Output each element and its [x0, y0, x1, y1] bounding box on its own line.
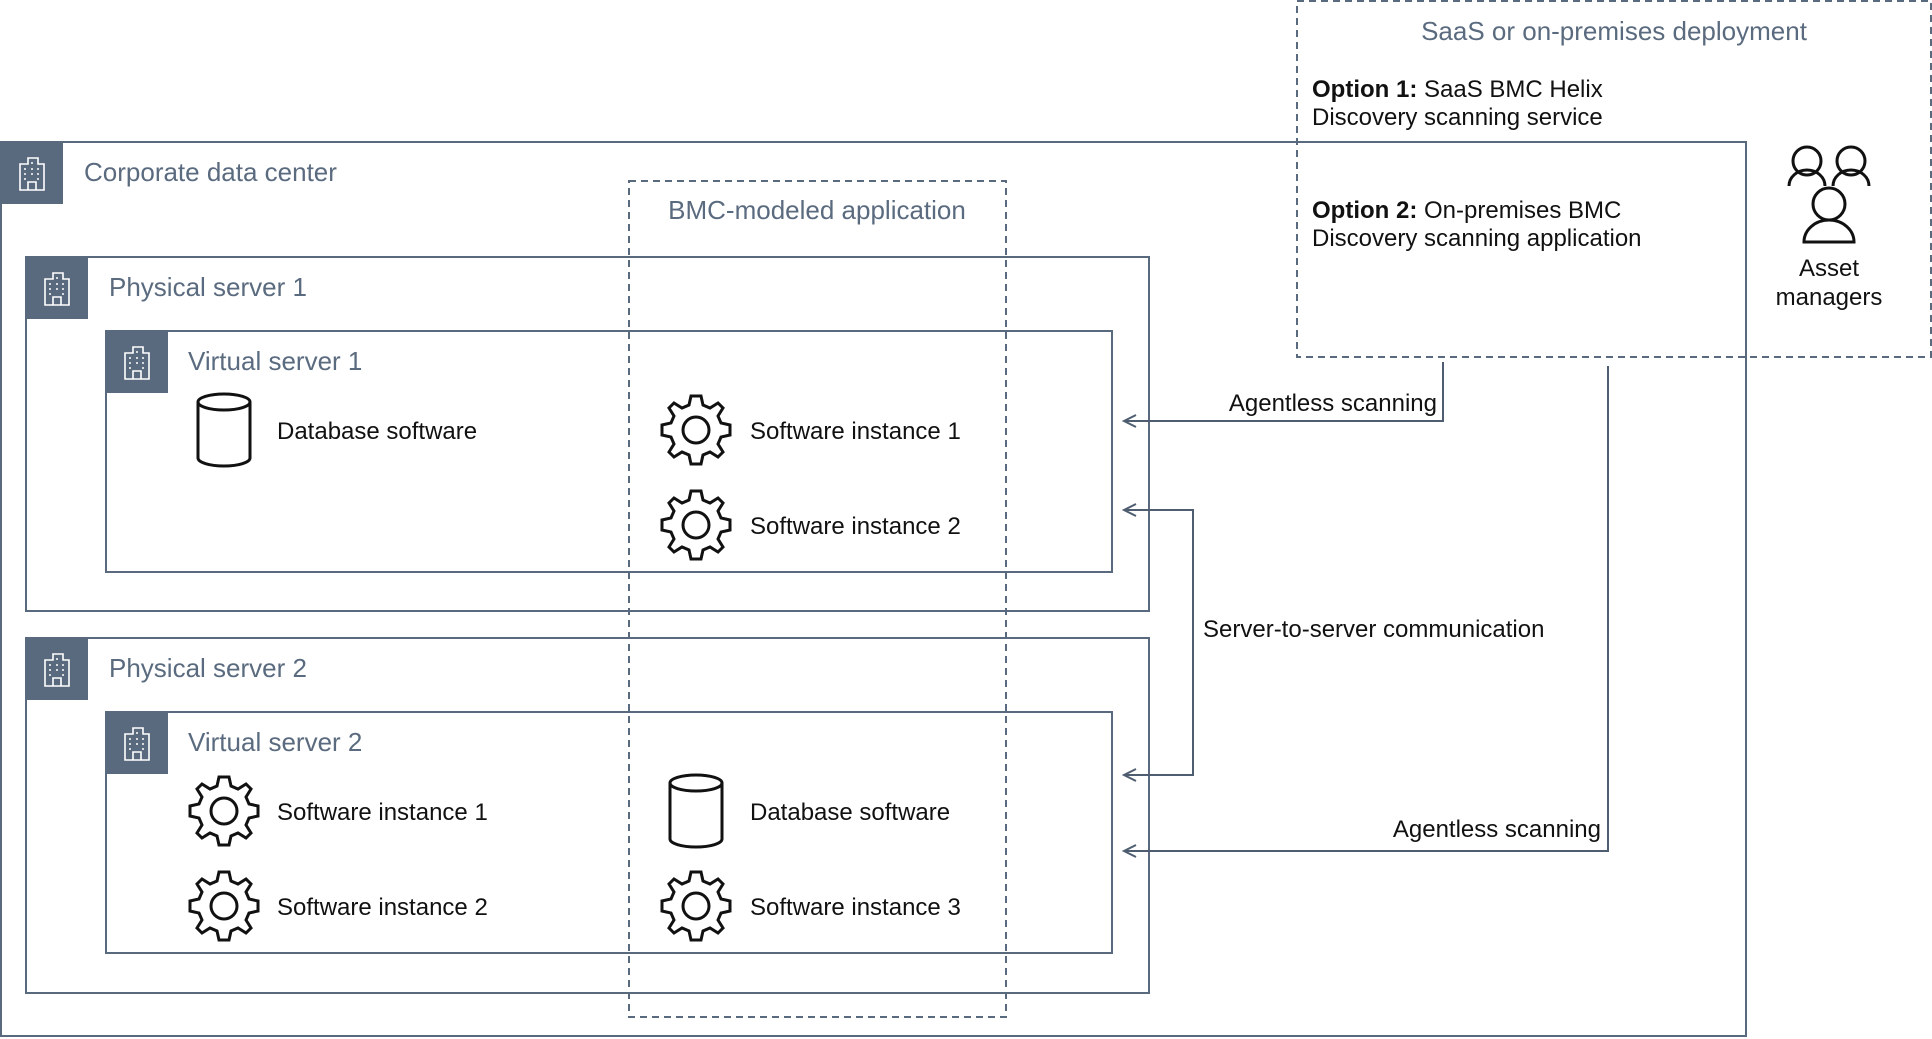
gear-icon [660, 870, 732, 942]
vs2-instance-1-label: Software instance 1 [277, 799, 488, 826]
building-icon [105, 330, 169, 394]
vs1-database-label: Database software [277, 418, 477, 445]
option-1-line-1: Option 1: SaaS BMC Helix [1312, 76, 1603, 103]
asset-managers-line-1: Asset [1799, 255, 1859, 282]
option-2-line-1: Option 2: On-premises BMC [1312, 197, 1621, 224]
vs2-instance-3-label: Software instance 3 [750, 894, 961, 921]
virtual-server-1: Virtual server 1 Database software Softw… [105, 330, 1113, 573]
gear-icon [188, 775, 260, 847]
option-1-line-2: Discovery scanning service [1312, 104, 1603, 131]
corporate-data-center: Corporate data center [0, 141, 1747, 1037]
virtual-server-1-title: Virtual server 1 [188, 346, 362, 376]
deployment-group: SaaS or on-premises deployment Option 1:… [1296, 0, 1932, 358]
building-icon [105, 711, 169, 775]
building-icon [25, 256, 89, 320]
agentless-bottom-label: Agentless scanning [1393, 816, 1601, 843]
virtual-server-2: Virtual server 2 Software instance 1 Sof… [105, 711, 1113, 954]
agentless-top-label: Agentless scanning [1229, 390, 1437, 417]
database-icon [668, 773, 724, 849]
physical-server-2-title: Physical server 2 [109, 653, 307, 683]
vs2-database-label: Database software [750, 799, 950, 826]
deployment-title: SaaS or on-premises deployment [1421, 16, 1808, 46]
connector-agentless-top: Agentless scanning [1121, 362, 1444, 428]
vs1-instance-1-label: Software instance 1 [750, 418, 961, 445]
asset-managers: Asset managers [1776, 145, 1883, 311]
connector-server-to-server: Server-to-server communication [1121, 503, 1544, 782]
virtual-server-2-title: Virtual server 2 [188, 727, 362, 757]
gear-icon [188, 870, 260, 942]
vs2-instance-2-label: Software instance 2 [277, 894, 488, 921]
gear-icon [660, 489, 732, 561]
corporate-title: Corporate data center [84, 157, 337, 187]
gear-icon [660, 394, 732, 466]
physical-server-1: Physical server 1 Virtual server 1 Datab… [25, 256, 1150, 612]
physical-server-1-title: Physical server 1 [109, 272, 307, 302]
building-icon [25, 637, 89, 701]
database-icon [196, 392, 252, 468]
vs1-instance-2-label: Software instance 2 [750, 513, 961, 540]
connector-agentless-bottom: Agentless scanning [1121, 366, 1609, 858]
bmc-modeled-application: BMC-modeled application [628, 180, 1007, 1018]
server-to-server-label: Server-to-server communication [1203, 616, 1544, 643]
building-icon [0, 141, 64, 205]
bmc-app-title: BMC-modeled application [668, 195, 966, 225]
asset-managers-line-2: managers [1776, 284, 1883, 311]
option-2-line-2: Discovery scanning application [1312, 225, 1642, 252]
physical-server-2: Physical server 2 Virtual server 2 Softw… [25, 637, 1150, 994]
users-icon [1787, 145, 1871, 244]
